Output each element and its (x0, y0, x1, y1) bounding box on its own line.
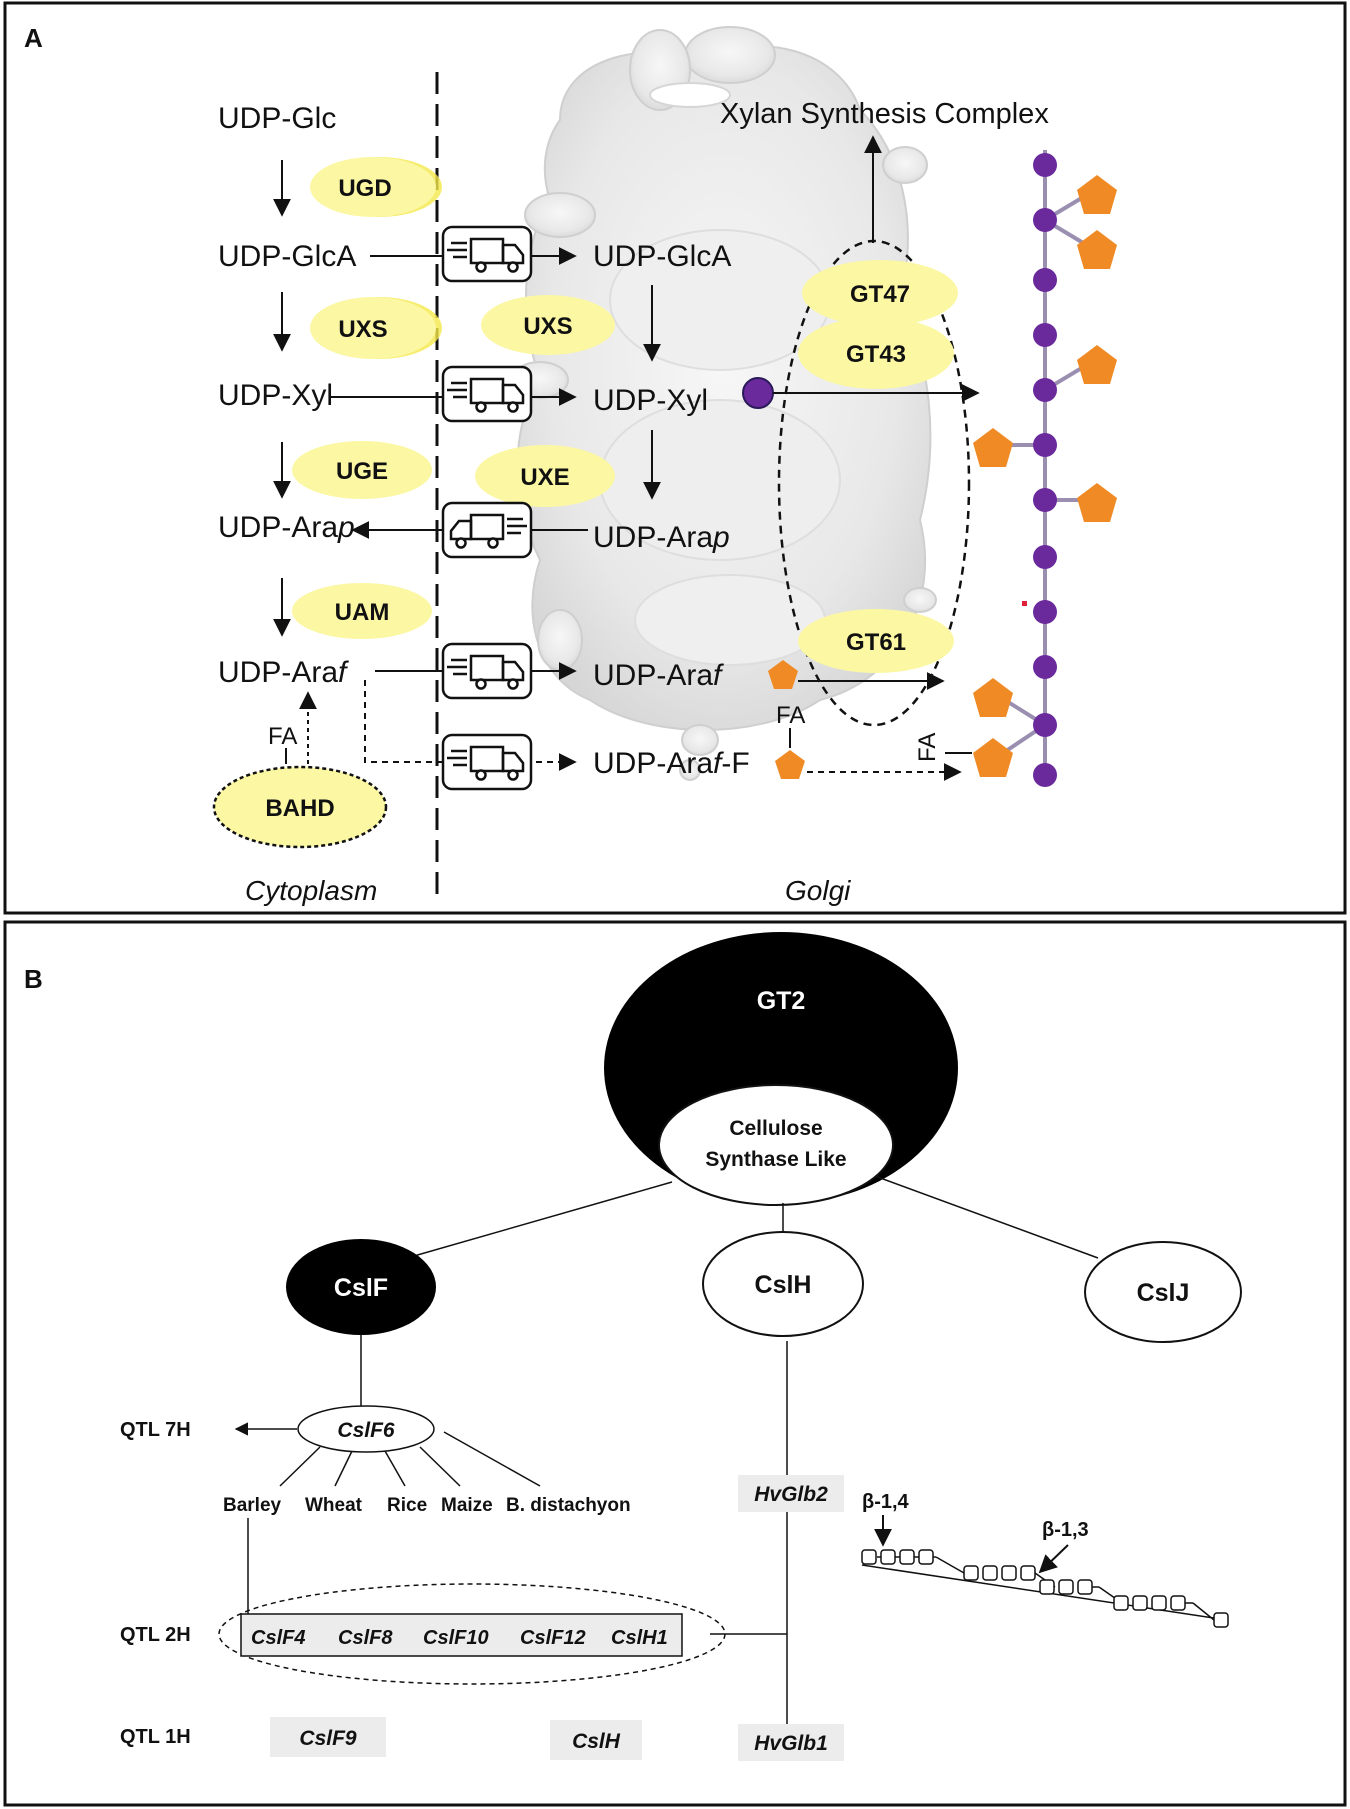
species-rice: Rice (387, 1495, 427, 1516)
csl-label-line1: Cellulose (729, 1117, 822, 1140)
beta-13-arrow (1038, 1544, 1069, 1574)
cyto-udp-glca: UDP-GlcA (218, 240, 356, 273)
hvglb2-box (738, 1475, 844, 1512)
transporter-truck-xyl (441, 365, 533, 423)
xylose-sugar (742, 377, 774, 409)
cslf6-label: CslF6 (337, 1419, 395, 1442)
enzyme-uxs-cyto: UXS (310, 297, 442, 359)
cslh-node (702, 1231, 864, 1337)
hvglb2-label: HvGlb2 (754, 1483, 828, 1506)
enzyme-gt47: GT47 (802, 260, 958, 326)
cslh-gene-label: CslH (572, 1730, 621, 1753)
qtl-1h-label: QTL 1H (120, 1726, 191, 1748)
cslf6-node (297, 1405, 435, 1453)
transporter-truck-arap (441, 501, 533, 559)
species-bdistachyon: B. distachyon (506, 1495, 631, 1516)
gene-cslf12: CslF12 (520, 1627, 586, 1649)
enzyme-ugd: UGD (310, 157, 442, 217)
hvglb1-label: HvGlb1 (754, 1732, 828, 1755)
cyto-udp-glc: UDP-Glc (218, 102, 336, 135)
panel-a-label: A (24, 23, 43, 53)
xylan-complex-label: Xylan Synthesis Complex (720, 98, 1049, 130)
golgi-udp-xyl: UDP-Xyl (593, 384, 708, 417)
csl-label-line2: Synthase Like (705, 1148, 846, 1171)
cslh-label: CslH (755, 1271, 812, 1299)
uge-label: UGE (336, 458, 388, 485)
tree-connectors (247, 1175, 1099, 1724)
golgi-label: Golgi (785, 875, 851, 906)
gt2-label: GT2 (757, 987, 806, 1015)
enzyme-bahd: BAHD (212, 765, 388, 849)
gt43-label: GT43 (846, 341, 906, 368)
golgi-illustration (502, 26, 937, 781)
species-maize: Maize (441, 1495, 493, 1516)
cyto-udp-arap: UDP-Arap (218, 511, 355, 544)
ugd-label: UGD (338, 175, 391, 202)
beta-13-label: β-1,3 (1042, 1519, 1089, 1541)
uam-label: UAM (335, 599, 390, 626)
cslf-node (286, 1239, 436, 1335)
enzyme-gt43: GT43 (798, 317, 954, 389)
transporter-truck-araf (441, 642, 533, 700)
csl-node (658, 1084, 894, 1206)
xylan-chain (973, 150, 1117, 787)
cslf9-box (270, 1717, 386, 1757)
golgi-udp-glca: UDP-GlcA (593, 240, 731, 273)
species-wheat: Wheat (305, 1495, 363, 1516)
golgi-udp-araf-f: UDP-Araf-F (593, 747, 750, 780)
cyto-udp-araf: UDP-Araf (218, 656, 349, 689)
gene-cslf10: CslF10 (423, 1627, 489, 1649)
arabinose-sugar (768, 660, 798, 689)
qtl2h-gene-box (240, 1613, 683, 1657)
cslj-label: CslJ (1137, 1279, 1190, 1307)
cslj-node (1084, 1241, 1242, 1343)
panel-b: B GT2 Cellulose Synthase Like CslF (3, 920, 1347, 1807)
enzyme-uxe: UXE (475, 445, 615, 507)
chain-fa-label: FA (914, 733, 941, 762)
glucose-units (861, 1549, 1229, 1628)
enzyme-uxs-golgi: UXS (481, 295, 615, 355)
transporter-truck-glca (441, 225, 533, 283)
panel-b-label: B (24, 964, 43, 994)
uxe-label: UXE (520, 464, 569, 491)
feruloyl-arabinose-sugar (775, 750, 805, 779)
cyto-udp-xyl: UDP-Xyl (218, 379, 333, 412)
qtl-2h-label: QTL 2H (120, 1624, 191, 1646)
gt61-label: GT61 (846, 629, 906, 656)
cslf9-label: CslF9 (299, 1727, 357, 1750)
uxs-golgi-label: UXS (523, 313, 572, 340)
golgi-fa-label: FA (776, 702, 805, 729)
qtl2h-genes: CslF4 CslF8 CslF10 CslF12 CslH1 (251, 1627, 668, 1649)
cslf-label: CslF (334, 1274, 388, 1302)
xylan-complex-ellipse (777, 239, 971, 727)
golgi-udp-araf: UDP-Araf (593, 659, 724, 692)
enzyme-uge: UGE (292, 441, 432, 499)
uxs-cyto-label: UXS (338, 316, 387, 343)
bahd-label: BAHD (265, 795, 334, 822)
gene-cslf4: CslF4 (251, 1627, 305, 1649)
golgi-udp-arap: UDP-Arap (593, 521, 730, 554)
species-list: Barley Wheat Rice Maize B. distachyon (223, 1495, 631, 1516)
gene-cslh1: CslH1 (611, 1627, 668, 1649)
cslh-gene-box (550, 1720, 642, 1760)
gene-cslf8: CslF8 (338, 1627, 393, 1649)
hvglb1-box (738, 1724, 844, 1761)
cyto-arrows (273, 160, 317, 764)
cytoplasm-label: Cytoplasm (245, 875, 377, 906)
qtl-7h-label: QTL 7H (120, 1419, 191, 1441)
enzyme-uam: UAM (292, 583, 432, 639)
panel-a: A UDP-Glc UDP-GlcA UDP-Xyl UDP-Arap UDP-… (3, 1, 1347, 915)
qtl2h-ellipse (218, 1583, 726, 1685)
species-barley: Barley (223, 1495, 282, 1516)
gt47-label: GT47 (850, 281, 910, 308)
enzyme-gt61: GT61 (798, 609, 954, 673)
beta-14-label: β-1,4 (862, 1491, 910, 1513)
transporter-truck-araf-f (441, 733, 533, 791)
bahd-fa-label: FA (268, 723, 297, 750)
